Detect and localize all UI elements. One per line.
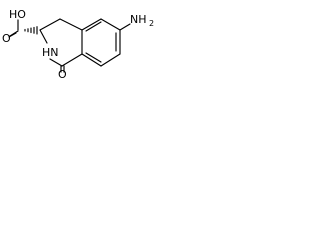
bond-cooh-c-o-double <box>8 32 17 38</box>
bond-arom-inner-1 <box>85 21 102 32</box>
bond-arom-1 <box>81 18 102 31</box>
acid-oxygen-label: O <box>2 32 11 45</box>
hydroxyl-label: HO <box>9 8 26 21</box>
lactam-oxygen-label: O <box>58 68 67 78</box>
amide-nh-label: HN <box>42 46 59 59</box>
bond-ring-2 <box>59 18 83 31</box>
bond-ring-1 <box>39 18 61 31</box>
chemical-structure: HO O HN O NH 2 <box>2 8 154 78</box>
bond-arom-2 <box>100 18 121 31</box>
amine-subscript-label: 2 <box>149 19 154 28</box>
bond-ring-6 <box>39 29 48 44</box>
bond-arom-inner-3 <box>85 52 102 63</box>
bond-arom-4 <box>100 53 121 67</box>
bond-arom-5 <box>81 53 102 67</box>
structure-canvas: HO O HN O NH 2 <box>0 0 156 78</box>
bond-ring-5 <box>49 58 63 67</box>
amine-label: NH <box>130 13 147 26</box>
bond-amine <box>119 23 131 31</box>
bond-ring-4 <box>61 53 83 67</box>
